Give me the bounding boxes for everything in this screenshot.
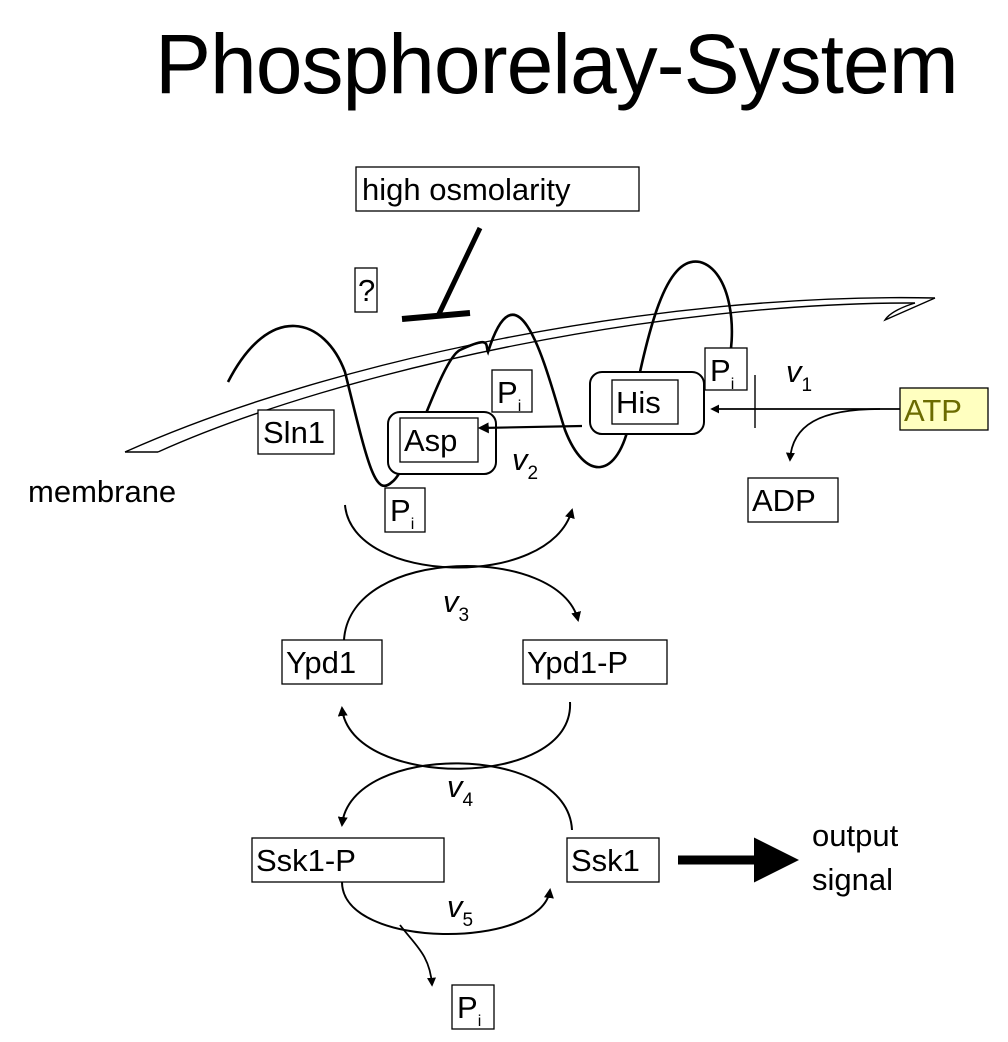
- pi-release-box: [451, 984, 495, 1030]
- sln1-box: [257, 409, 335, 455]
- adp-box: [747, 477, 839, 523]
- ssk1-p-box: [251, 837, 445, 883]
- pi-release-label: Pi: [457, 990, 481, 1030]
- adp-label: ADP: [752, 483, 816, 518]
- arrow-pi-release: [399, 924, 437, 987]
- atp-box: [899, 387, 989, 431]
- ssk1-box: [566, 837, 660, 883]
- ypd1-label: Ypd1: [286, 645, 356, 680]
- membrane-label: membrane: [28, 474, 176, 509]
- diagram-title: Phosphorelay-System: [155, 17, 959, 111]
- membrane-band: [124, 296, 936, 453]
- arrow-ypd1-dephosphorylation: [337, 701, 572, 770]
- his-label-box: [611, 379, 679, 425]
- question-box: [354, 267, 378, 313]
- arrow-ypd1-phosphorylation: [343, 565, 581, 641]
- rate-v2: v2: [512, 442, 538, 484]
- pi-sln1-box: [384, 487, 426, 533]
- ypd1-p-label: Ypd1-P: [527, 645, 628, 680]
- atp-label: ATP: [904, 393, 962, 428]
- high-osmolarity-label: high osmolarity: [362, 172, 571, 207]
- inhibition-line: [435, 226, 483, 318]
- pi-sln1-label: Pi: [390, 493, 414, 533]
- ypd1-p-box: [522, 639, 668, 685]
- pi-his-box: [704, 347, 748, 391]
- ssk1-p-label: Ssk1-P: [256, 843, 356, 878]
- rate-v4: v4: [447, 769, 474, 811]
- ypd1-box: [281, 639, 383, 685]
- inhibition-bar: [401, 310, 471, 322]
- high-osmolarity-box: [355, 166, 640, 212]
- pi-his-label: Pi: [710, 353, 734, 393]
- sln1-protein-chain: [226, 260, 734, 488]
- arrow-ssk1p-dephosphorylation: [341, 881, 554, 936]
- output-signal-label-2: signal: [812, 862, 893, 897]
- sln1-label: Sln1: [263, 415, 325, 450]
- his-label: His: [616, 385, 661, 420]
- ssk1-label: Ssk1: [571, 843, 640, 878]
- question-label: ?: [358, 273, 375, 308]
- arrow-sln1-release: [344, 504, 575, 569]
- rate-v1: v1: [786, 354, 812, 396]
- asp-label: Asp: [404, 423, 457, 458]
- rate-v3: v3: [443, 584, 469, 626]
- rate-v5: v5: [447, 889, 473, 931]
- output-signal-label-1: output: [812, 818, 899, 853]
- arrow-his-to-asp: [477, 422, 583, 434]
- asp-label-box: [399, 417, 479, 463]
- pi-asp-label: Pi: [497, 375, 521, 415]
- pi-asp-box: [491, 369, 533, 413]
- arrow-ssk1-phosphorylation: [337, 762, 573, 831]
- arrow-atp-to-adp: [785, 408, 881, 462]
